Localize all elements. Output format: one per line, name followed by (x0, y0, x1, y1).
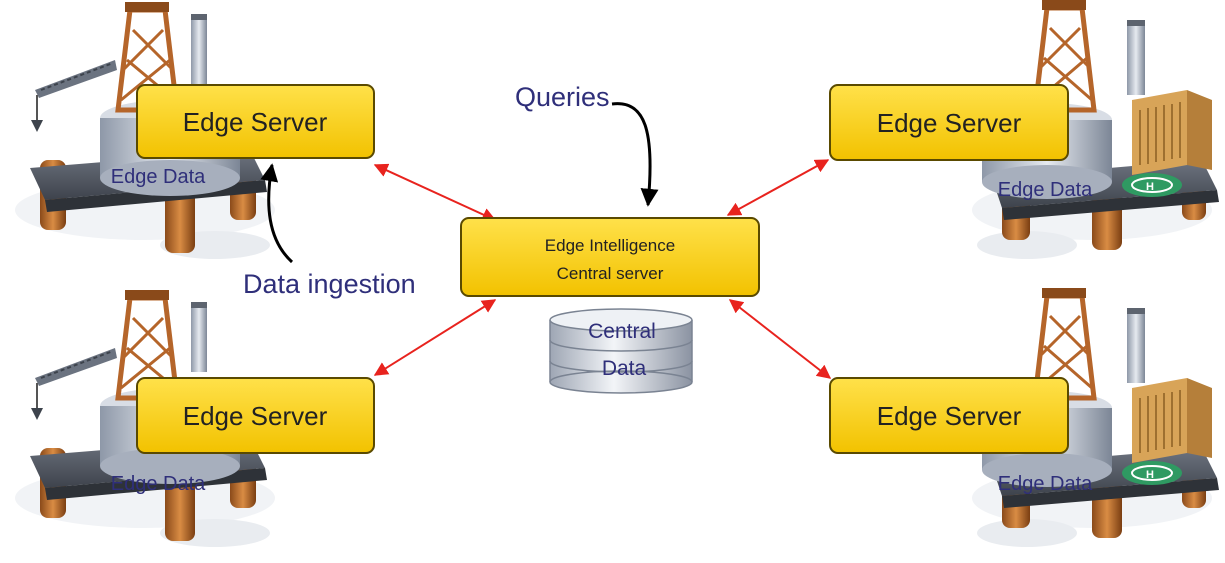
central-server-line1: Edge Intelligence (545, 236, 675, 255)
edge-data-label: Edge Data (998, 473, 1093, 495)
edge-server-box: Edge Server (829, 84, 1069, 161)
data-ingestion-label: Data ingestion (243, 269, 416, 299)
central-server-line2: Central server (557, 264, 664, 283)
data-ingestion-arrow (260, 163, 294, 264)
edge-data-label: Edge Data (111, 166, 206, 188)
edge-server-box: Edge Server (829, 377, 1069, 454)
queries-label: Queries (515, 82, 610, 112)
edge-server-box: Edge Server (136, 84, 375, 159)
central-data-line1: Central (588, 320, 656, 343)
queries-arrow (611, 102, 659, 207)
database-icon: Central Data (549, 308, 693, 394)
edge-data-label: Edge Data (111, 473, 206, 495)
edge-server-label: Edge Server (183, 107, 328, 137)
edge-server-box: Edge Server (136, 377, 375, 454)
central-server-box: Edge Intelligence Central server (460, 217, 760, 297)
link-arrow (373, 163, 497, 222)
edge-server-label: Edge Server (877, 108, 1022, 138)
link-arrow (373, 299, 497, 376)
edge-server-label: Edge Server (877, 401, 1022, 431)
edge-data-label: Edge Data (998, 179, 1093, 201)
link-arrow (726, 159, 830, 216)
central-data-line2: Data (602, 357, 647, 380)
link-arrow (728, 299, 832, 379)
edge-server-label: Edge Server (183, 401, 328, 431)
